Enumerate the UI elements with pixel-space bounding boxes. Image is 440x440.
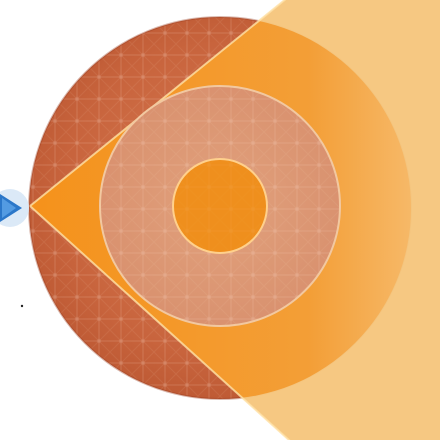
position-marker[interactable] (0, 189, 29, 227)
play-arrow-highlight (2, 198, 16, 218)
center-target-texture (173, 159, 267, 253)
center-target-edge (172, 158, 268, 254)
small-dot (20, 304, 24, 308)
view-cone-edges (29, 0, 291, 440)
inner-rings (99, 85, 341, 327)
middle-ring-edge (99, 85, 341, 327)
